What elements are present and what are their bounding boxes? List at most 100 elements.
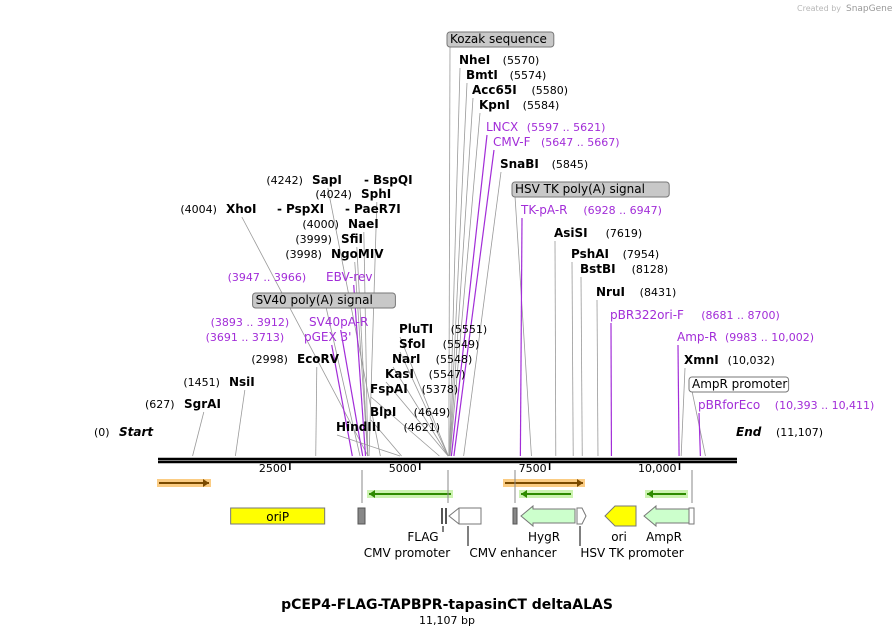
bstbi-leader (580, 276, 583, 457)
xmni-position: (10,032) (728, 354, 775, 367)
blpi-label: BlpI (370, 405, 396, 419)
end-label: End (736, 425, 762, 439)
oriP-label: oriP (266, 510, 289, 524)
fspai-leader (370, 396, 440, 457)
sfoi-position: (5549) (443, 338, 480, 351)
ampr-promoter-leader (691, 390, 706, 457)
end-position: (11,107) (776, 426, 823, 439)
nsii-position: (1451) (183, 376, 220, 389)
nrui-position: (8431) (640, 286, 677, 299)
naei-label: NaeI (348, 217, 379, 231)
ori-label: ori (611, 530, 627, 544)
flag-bar-2 (445, 508, 447, 524)
pluti-leader (399, 336, 449, 457)
sgrai-leader (192, 411, 205, 457)
paer7i-dash: - (345, 202, 350, 216)
kpni-label: KpnI (479, 98, 510, 112)
naei-position: (4000) (302, 218, 339, 231)
ecorv-position: (2998) (251, 353, 288, 366)
green-arrow-1 (367, 490, 453, 498)
cmv-f-leader (453, 149, 495, 457)
cmv-enhancer-label: CMV enhancer (469, 546, 556, 560)
pbrforeco-position: (10,393 .. 10,411) (775, 399, 875, 412)
bspqi-label: BspQI (373, 173, 413, 187)
pbrforeco-leader (698, 412, 701, 457)
asisi-leader (554, 240, 557, 457)
xhoi-position: (4004) (180, 203, 217, 216)
cmv-promoter-arrow (448, 507, 482, 525)
nsii-label: NsiI (229, 375, 255, 389)
bstbi-label: BstBI (580, 262, 616, 276)
ebv-rev-leader (353, 284, 367, 457)
ebv-rev-label: EBV-rev (326, 270, 372, 284)
hsv-tk-poly-a-signal-box (511, 181, 670, 198)
bmti-label: BmtI (466, 68, 498, 82)
acc65i-position: (5580) (532, 84, 569, 97)
bspqi-dash: - (364, 173, 369, 187)
asisi-label: AsiSI (554, 226, 588, 240)
hindiii-position: (4621) (403, 421, 440, 434)
pbr322ori-f-label: pBR322ori-F (610, 308, 684, 322)
sfii-position: (3999) (295, 233, 332, 246)
start-position: (0) (94, 426, 110, 439)
bstbi-position: (8128) (632, 263, 669, 276)
hsv-pa-box (512, 507, 518, 525)
sv40-pa-box (357, 507, 366, 525)
fspai-label: FspAI (370, 382, 408, 396)
xmni-leader (680, 367, 686, 457)
leader-lines (192, 45, 706, 457)
fspai-position: (5378) (422, 383, 459, 396)
start-label: Start (119, 425, 154, 439)
pgex-3-position: (3691 .. 3713) (206, 331, 285, 344)
asisi-position: (7619) (606, 227, 643, 240)
nhei-position: (5570) (503, 54, 540, 67)
sfoi-label: SfoI (399, 337, 426, 351)
nari-leader (392, 366, 449, 457)
sfii-label: SfiI (341, 232, 363, 246)
sapi-leader (327, 187, 381, 457)
kasi-position: (5547) (429, 368, 466, 381)
xhoi-leader (241, 216, 369, 457)
ampr-arrow (643, 504, 690, 528)
xmni-label: XmnI (684, 353, 719, 367)
sv40-poly-a-signal-label: SV40 poly(A) signal (256, 293, 373, 307)
kpni-leader (449, 112, 481, 457)
lncx-position: (5597 .. 5621) (527, 121, 606, 134)
tk-pa-r-label: TK-pA-R (520, 203, 568, 217)
hygr-label: HygR (528, 530, 560, 544)
kozak-sequence-leader (448, 45, 451, 457)
kozak-sequence-box (446, 31, 555, 48)
oriP-box (230, 507, 326, 525)
pspxi-dash: - (277, 202, 282, 216)
cmv-f-label: CMV-F (493, 135, 531, 149)
sapi-position: (4242) (266, 174, 303, 187)
tick-label-10000: 10,000 (638, 462, 677, 475)
sfii-leader (356, 246, 369, 457)
sv40pa-r-label: SV40pA-R (309, 315, 368, 329)
cmv-f-position: (5647 .. 5667) (541, 136, 620, 149)
pbr322ori-f-position: (8681 .. 8700) (701, 309, 780, 322)
hsv-tk-poly-a-signal-leader (514, 195, 532, 457)
credit-prefix: Created by (797, 4, 841, 13)
amp-r-label: Amp-R (677, 330, 717, 344)
naei-leader (363, 231, 369, 457)
nrui-label: NruI (596, 285, 625, 299)
pshai-position: (7954) (623, 248, 660, 261)
hindiii-label: HindIII (336, 420, 381, 434)
pluti-position: (5551) (451, 323, 488, 336)
pluti-label: PluTI (399, 322, 433, 336)
hygr-arrow (520, 504, 576, 528)
tk-pa-r-leader (519, 217, 523, 457)
map-title: pCEP4-FLAG-TAPBPR-tapasinCT deltaALAS (281, 597, 613, 613)
lncx-leader (450, 134, 488, 457)
orientation-arrows (157, 479, 688, 498)
credit-brand: SnapGene (846, 4, 893, 14)
pgex-3-label: pGEX 3' (304, 330, 351, 344)
hsv-tk-promoter-label: HSV TK promoter (580, 546, 683, 560)
tk-pa-r-position: (6928 .. 6947) (583, 204, 662, 217)
amp-r-leader (677, 344, 680, 457)
lncx-label: LNCX (486, 120, 518, 134)
flag-label: FLAG (407, 530, 438, 544)
blpi-leader (370, 419, 402, 457)
